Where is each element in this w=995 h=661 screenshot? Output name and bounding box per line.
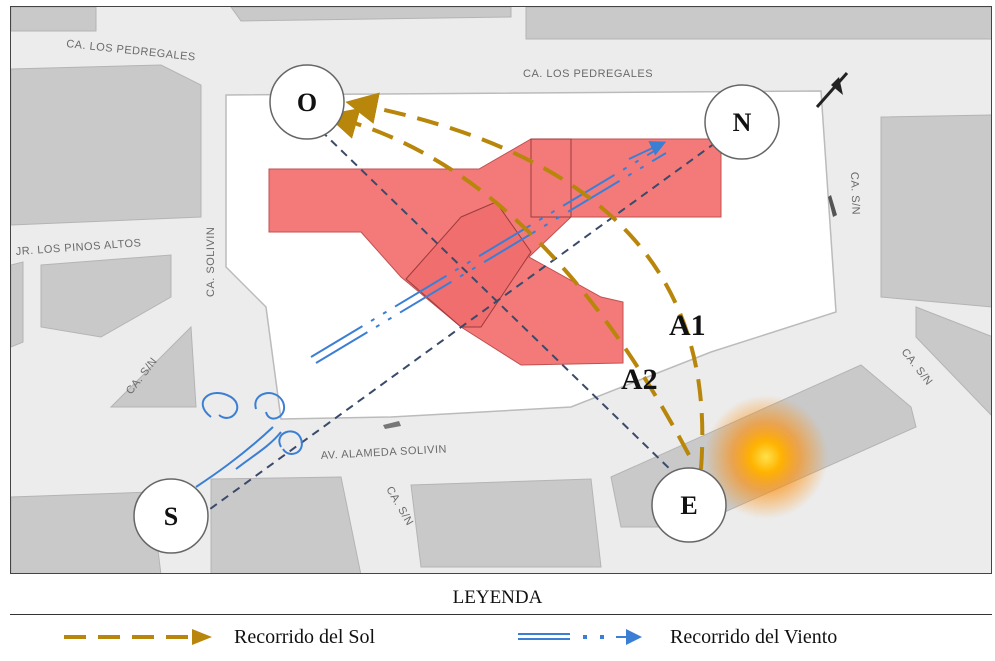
site-plan-map: CA. LOS PEDREGALES CA. LOS PEDREGALES JR…: [10, 6, 992, 574]
wind-swirl-icon: [195, 391, 303, 488]
wind-path: [195, 141, 667, 488]
street-label-pedregales-right: CA. LOS PEDREGALES: [523, 68, 653, 80]
block: [11, 261, 24, 348]
building-footprint: [268, 138, 722, 366]
median-icon: [383, 421, 401, 429]
axis-west-east: [310, 120, 677, 476]
street-label-alameda: AV. ALAMEDA SOLIVIN: [321, 443, 448, 462]
block: [915, 306, 991, 416]
legend-item-sun: Recorrido del Sol: [62, 622, 375, 652]
sun-icon: [704, 395, 828, 519]
sun-path-a2: [325, 107, 691, 456]
angle-label-a2: A2: [621, 363, 658, 396]
city-blocks: [11, 7, 991, 573]
sun-path-a1: [345, 92, 705, 470]
site-plan-svg: CA. LOS PEDREGALES CA. LOS PEDREGALES JR…: [11, 7, 991, 573]
street-label-sn-right-top: CA. S/N: [848, 172, 862, 216]
street-label-solivin: CA. SOLIVIN: [205, 227, 217, 297]
block: [410, 478, 602, 568]
compass-east-label: E: [680, 491, 697, 520]
sun-path: [325, 92, 705, 470]
compass-north: N: [704, 84, 780, 160]
street-label-sn-right-bottom: CA. S/N: [899, 346, 935, 387]
angle-label-a1: A1: [669, 309, 706, 342]
block: [525, 7, 991, 40]
block: [109, 325, 197, 408]
block: [11, 64, 202, 226]
block: [11, 491, 162, 573]
wind-path-legend-icon: [518, 629, 642, 645]
compass-west: O: [269, 64, 345, 140]
axis-south-north: [198, 116, 752, 518]
compass-south: S: [133, 478, 209, 554]
block: [40, 254, 172, 338]
block: [230, 7, 512, 22]
legend-title: LEYENDA: [452, 587, 543, 608]
street-label-sn-bottom: CA. S/N: [383, 485, 415, 528]
compass-south-label: S: [164, 502, 178, 531]
sun-path-legend-icon: [64, 629, 212, 645]
compass-east: E: [651, 467, 727, 543]
legend-wind-label: Recorrido del Viento: [670, 625, 838, 648]
street-label-pedregales-left: CA. LOS PEDREGALES: [66, 38, 197, 64]
compass-west-label: O: [297, 88, 317, 117]
block: [210, 476, 362, 573]
legend-sun-label: Recorrido del Sol: [234, 625, 376, 648]
block: [11, 7, 97, 32]
block: [880, 114, 991, 308]
median-icon: [828, 195, 837, 217]
legend-divider: [10, 614, 992, 615]
legend-item-wind: Recorrido del Viento: [518, 622, 837, 652]
north-arrow-icon: [815, 72, 849, 108]
compass-north-label: N: [733, 108, 752, 137]
street-label-pinos-altos: JR. LOS PINOS ALTOS: [15, 237, 141, 258]
orientation-axes: [198, 116, 752, 518]
